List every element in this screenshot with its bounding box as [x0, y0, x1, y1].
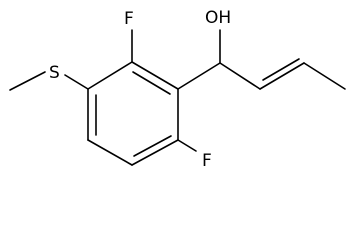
- ring-bond-c1-c2: [131, 61, 179, 90]
- bond-alkene-methyl: [303, 62, 346, 90]
- ring-bond-c2-c3: [87, 61, 133, 90]
- structure-canvas: F S F OH: [9, 8, 346, 171]
- benzene-ring: [87, 61, 179, 166]
- ring-inner-bond-c1-c2: [132, 71, 171, 95]
- bond-s-methyl: [9, 71, 46, 91]
- ring-bond-c4-c5: [87, 139, 133, 166]
- bond-c1-carbinol: [177, 62, 221, 90]
- molecule-diagram: F S F OH: [9, 8, 346, 171]
- bond-c6-f: [177, 139, 197, 152]
- bond-carbinol-alkene: [219, 62, 261, 90]
- atom-label-fluorine-bottom: F: [202, 151, 212, 171]
- bond-c3-s: [64, 74, 89, 90]
- atom-label-sulfur: S: [49, 63, 60, 83]
- ring-bond-c5-c6: [131, 139, 179, 166]
- ring-inner-bond-c5-c6: [133, 135, 172, 157]
- bond-alkene-double-inner: [262, 58, 300, 81]
- atom-label-hydroxyl: OH: [205, 8, 231, 28]
- atom-label-fluorine-top: F: [124, 9, 134, 29]
- bond-alkene-double-outer: [259, 62, 305, 90]
